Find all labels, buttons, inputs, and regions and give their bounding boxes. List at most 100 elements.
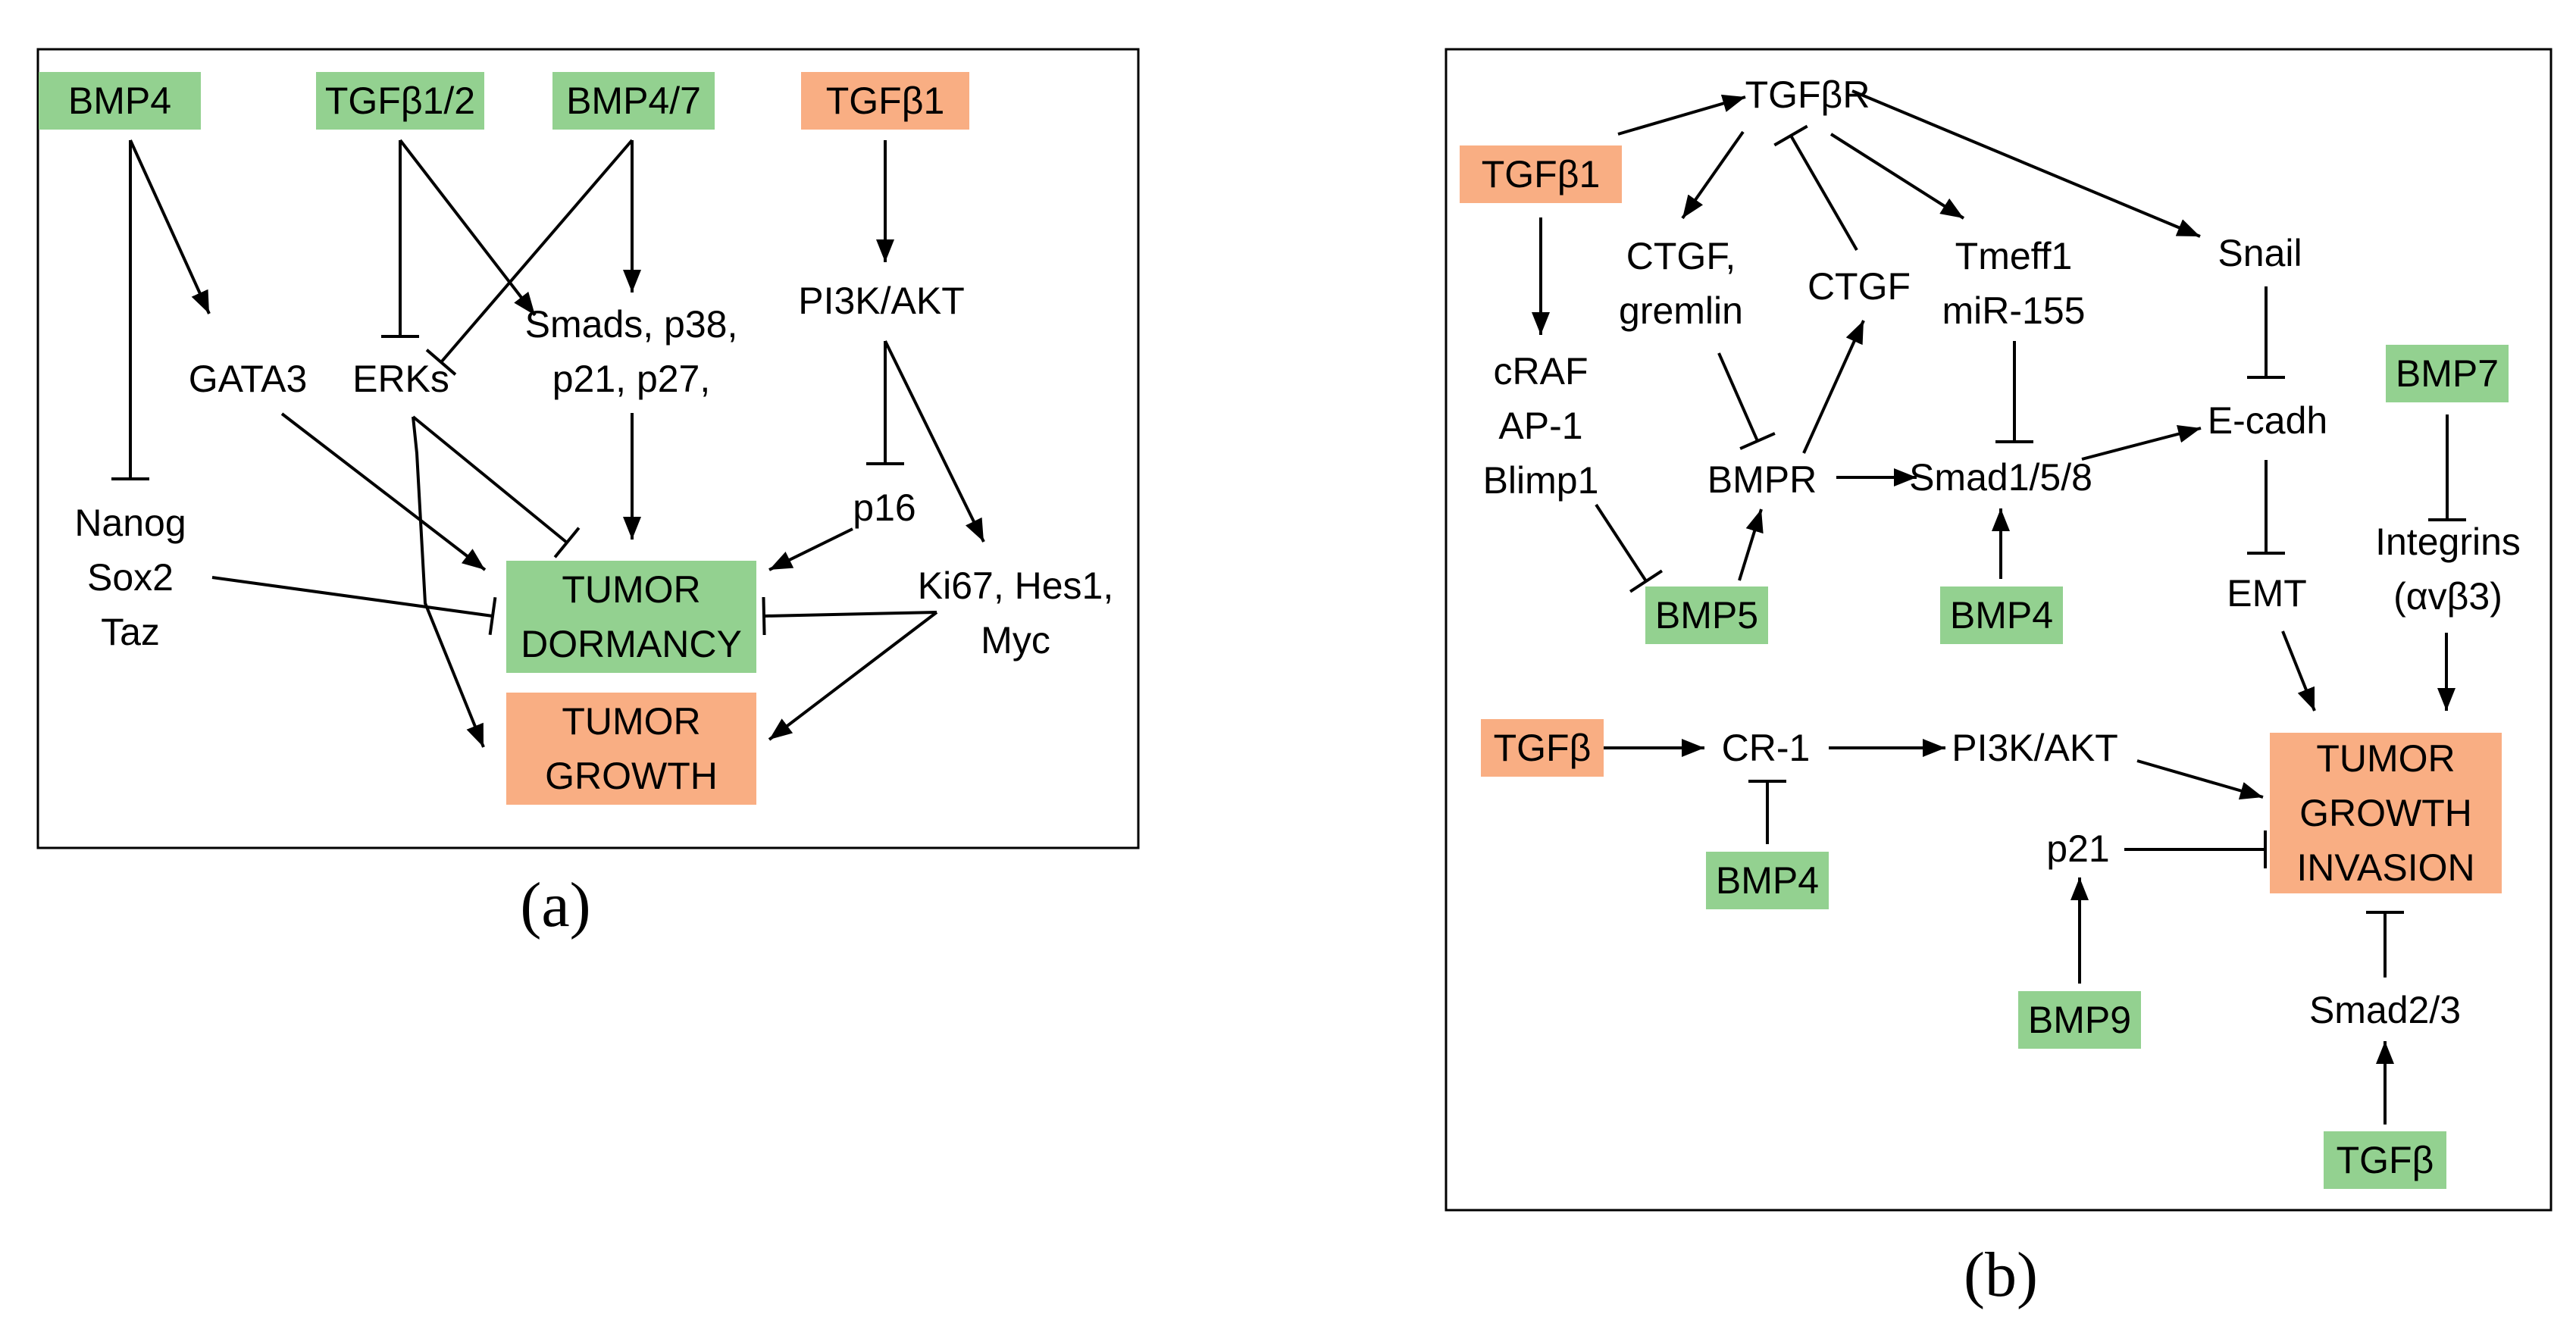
activation-edge-b-emt-to-b-invasion (2281, 630, 2316, 712)
node-label: DORMANCY (521, 623, 742, 665)
node-label: Sox2 (87, 556, 174, 599)
node-b-bmp4-top: BMP4 (1940, 586, 2063, 644)
node-label: BMP4 (1716, 859, 1819, 902)
node-label: p21, p27, (552, 358, 711, 400)
inhibition-edge-b-tmeff1-to-b-smad158 (1995, 341, 2033, 443)
inhibition-edge-b-ctgf-gremlin-to-b-bmpr (1717, 352, 1776, 450)
activation-edge-b-tgfbr-to-b-ctgf-gremlin (1681, 130, 1745, 220)
activation-edge-b-tgfbr-to-b-tmeff1 (1829, 133, 1965, 220)
node-b-integrins: Integrins (αvβ3) (2375, 521, 2521, 618)
inhibition-bar (1739, 432, 1776, 450)
panel-a-caption: (a) (520, 870, 590, 940)
node-label: miR-155 (1942, 289, 2086, 332)
inhibition-bar (1629, 569, 1664, 593)
node-label: PI3K/AKT (1952, 727, 2118, 769)
node-label: Nanog (74, 502, 186, 544)
node-label: Integrins (2375, 521, 2521, 563)
green-node-box (1645, 586, 1768, 644)
node-b-tmeff1: Tmeff1 miR-155 (1942, 235, 2086, 332)
node-b-tgfb1: TGFβ1 (1460, 145, 1622, 203)
node-label: (αvβ3) (2393, 575, 2502, 618)
node-a-p16: p16 (853, 486, 916, 529)
panel-b-caption: (b) (1964, 1240, 2038, 1310)
node-label: TUMOR (562, 568, 700, 611)
activation-edge-a-bmp4-to-a-gata3 (129, 139, 211, 314)
activation-edge-a-tgfb12-to-a-smads (399, 139, 537, 317)
node-label: TGFβ1/2 (325, 80, 475, 122)
node-label: Smad1/5/8 (1909, 456, 2092, 499)
activation-edge-b-tgfb1-to-b-tgfbr (1617, 94, 1746, 136)
node-b-smad23: Smad2/3 (2309, 989, 2461, 1031)
node-label: BMP4/7 (566, 80, 701, 122)
node-b-smad158: Smad1/5/8 (1909, 456, 2092, 499)
green-node-box (506, 561, 756, 673)
node-label: BMP4 (1950, 594, 2053, 637)
activation-edge-b-bmp5-to-b-bmpr (1738, 508, 1764, 581)
inhibition-edge-b-p21-to-b-invasion (2124, 830, 2267, 868)
inhibition-edge-b-snail-to-b-ecadh (2247, 286, 2285, 379)
node-label: Smads, p38, (525, 303, 738, 346)
node-label: TGFβ1 (826, 80, 945, 122)
node-label: Tmeff1 (1955, 235, 2073, 277)
green-node-box (1940, 586, 2063, 644)
node-label: Myc (981, 619, 1050, 662)
node-b-ecadh: E-cadh (2208, 399, 2327, 442)
node-label: TGFβ1 (1482, 153, 1601, 195)
node-label: BMP7 (2396, 352, 2499, 395)
activation-edge-b-pi3k-to-b-invasion (2136, 759, 2264, 800)
activation-edge-b-smad158-to-b-ecadh (2081, 424, 2202, 461)
inhibition-bar (762, 596, 766, 636)
activation-edge-a-erks-to-a-growth (412, 416, 485, 748)
node-a-pi3k: PI3K/AKT (798, 280, 965, 322)
node-label: Snail (2218, 232, 2302, 274)
inhibition-edge-a-nanog-to-a-dormancy (211, 576, 497, 636)
node-label: BMP5 (1655, 594, 1758, 637)
activation-edge-b-tgfbr-to-b-snail (1851, 89, 2201, 238)
orange-node-box (801, 72, 969, 130)
inhibition-bar (425, 349, 457, 376)
node-a-gata3: GATA3 (189, 358, 308, 400)
node-label: INVASION (2296, 846, 2474, 889)
node-a-ki67: Ki67, Hes1,Myc (918, 565, 1113, 662)
node-b-bmp5: BMP5 (1645, 586, 1768, 644)
node-label: GROWTH (2299, 792, 2472, 834)
inhibition-edge-b-bmp4-bottom-to-b-cr1 (1748, 780, 1786, 844)
activation-edge-a-pi3k-to-a-ki67 (884, 340, 985, 543)
inhibition-bar (1773, 124, 1808, 147)
activation-edge-b-bmpr-to-b-ctgf (1802, 320, 1865, 454)
node-label: cRAF (1494, 350, 1588, 393)
inhibition-edge-a-bmp4-to-a-nanog (111, 140, 149, 480)
orange-node-box (506, 693, 756, 805)
green-node-box (316, 72, 484, 130)
node-label: Taz (101, 611, 160, 653)
node-label: EMT (2227, 572, 2307, 615)
green-node-box (552, 72, 715, 130)
node-label: BMP4 (68, 80, 171, 122)
node-label: ERKs (352, 358, 449, 400)
node-a-erks: ERKs (352, 358, 449, 400)
node-b-p21: p21 (2046, 827, 2109, 870)
node-a-bmp47: BMP4/7 (552, 72, 715, 130)
node-b-cr1: CR-1 (1722, 727, 1811, 769)
node-a-tgfb12: TGFβ1/2 (316, 72, 484, 130)
node-label: TUMOR (562, 700, 700, 743)
node-a-growth: TUMOR GROWTH (506, 693, 756, 805)
node-b-tgfb: TGFβ (1481, 719, 1604, 777)
inhibition-edge-b-craf-to-b-bmp5 (1595, 503, 1664, 593)
green-node-box (39, 72, 201, 130)
node-label: gremlin (1619, 289, 1743, 332)
inhibition-edge-a-bmp47-to-a-erks (425, 139, 634, 376)
node-b-bmpr: BMPR (1707, 458, 1817, 501)
node-label: E-cadh (2208, 399, 2327, 442)
node-label: Smad2/3 (2309, 989, 2461, 1031)
node-label: GROWTH (545, 755, 718, 797)
panel-b-frame (1445, 48, 2553, 1212)
node-b-bmp4-bottom: BMP4 (1706, 852, 1829, 909)
node-b-bmp9: BMP9 (2018, 991, 2141, 1049)
node-a-smads: Smads, p38, p21, p27, (525, 303, 738, 400)
node-label: AP-1 (1498, 405, 1582, 447)
inhibition-edge-b-ctgf-to-b-tgfbr (1773, 124, 1858, 251)
inhibition-edge-b-smad23-to-b-invasion (2366, 911, 2404, 977)
